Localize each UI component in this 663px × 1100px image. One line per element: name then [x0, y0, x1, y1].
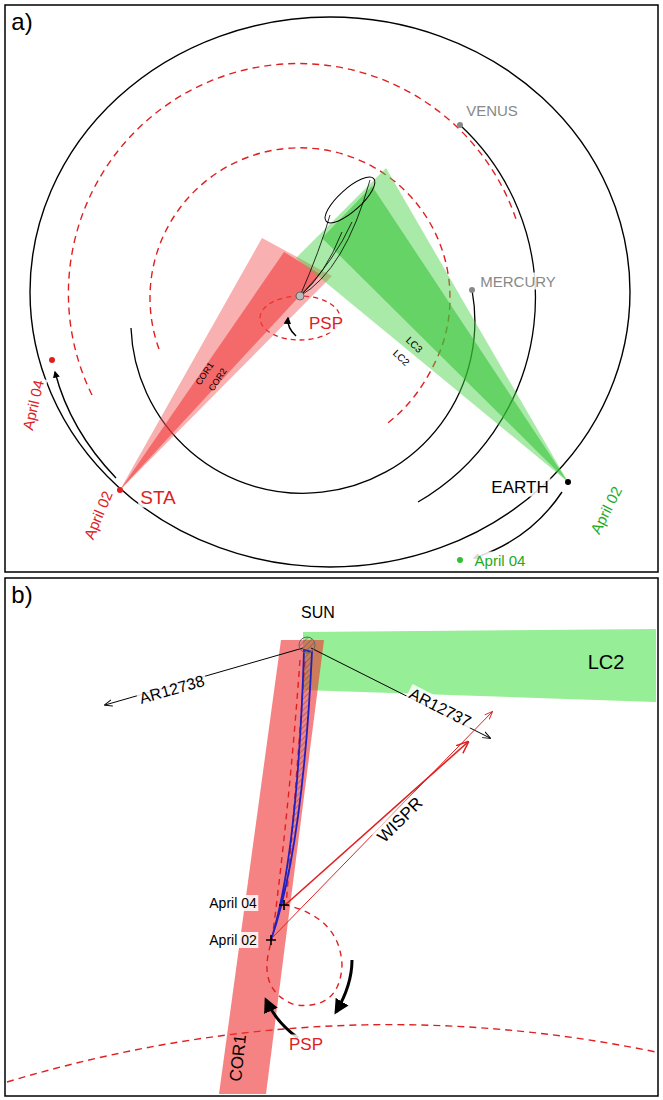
flux-rope: [271, 650, 312, 940]
sun: [299, 637, 315, 653]
motion-arrow: [474, 492, 562, 558]
cor1-fov: [120, 252, 320, 490]
spacecraft-name: PSP: [307, 314, 345, 333]
sta-dot: [49, 357, 55, 363]
instrument-name: LC2: [586, 651, 627, 673]
mercury-dot: [469, 287, 475, 293]
lc3-fov: [296, 168, 568, 482]
motion-arrow: [288, 318, 296, 336]
wispr-arrow: [272, 712, 492, 938]
panel-tag: b): [9, 582, 34, 608]
spacecraft-name: PSP: [287, 1035, 325, 1054]
lc2-fov: [322, 186, 568, 482]
cor1-fov: [219, 640, 324, 1094]
region-name: AR12738: [136, 672, 209, 709]
wispr-arrow: [284, 742, 468, 906]
date-label: April 02: [586, 482, 626, 539]
sta-dot: [117, 487, 123, 493]
motion-arrow: [55, 372, 116, 478]
planet-name: MERCURY: [478, 273, 558, 290]
panel-tag: a): [9, 9, 34, 35]
date-label: April 04: [473, 552, 528, 569]
spacecraft-name: STA: [138, 487, 178, 508]
date-label: April 02: [79, 486, 116, 543]
lc2-fov: [303, 629, 656, 702]
position-marker: [266, 900, 289, 945]
venus-dot: [457, 122, 463, 128]
panel-frame: [5, 5, 658, 572]
date-label: April 02: [207, 932, 258, 948]
cme-legs: [300, 180, 370, 296]
sun: [296, 292, 304, 300]
motion-arrow: [336, 960, 352, 1012]
planet-name: VENUS: [464, 102, 520, 119]
date-label: April 04: [207, 895, 258, 911]
earth-orbit: [30, 17, 630, 567]
date-label: April 04: [19, 376, 48, 433]
body-name: SUN: [299, 604, 337, 622]
earth-dot: [565, 479, 571, 485]
panel-frame: [5, 578, 658, 1096]
cor2-fov: [120, 238, 332, 490]
planet-name: EARTH: [489, 478, 550, 497]
ar-arrow: [311, 648, 490, 738]
psp-orbit: [7, 1025, 656, 1082]
earth-dot: [457, 557, 463, 563]
motion-arrow: [266, 1000, 298, 1038]
